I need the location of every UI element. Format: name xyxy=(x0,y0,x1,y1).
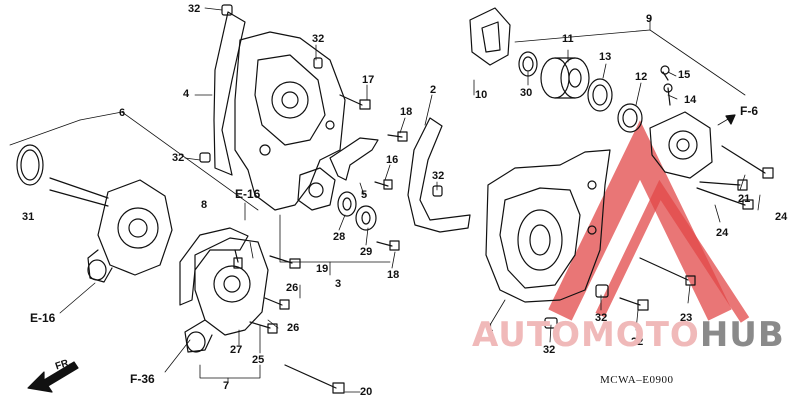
dowel-pins xyxy=(199,4,609,329)
main-cover-1 xyxy=(485,149,611,303)
label-20: 20 xyxy=(360,386,373,398)
watermark-part-a: AUTOMOTO xyxy=(472,315,700,355)
ref-arrow-f6-icon xyxy=(725,114,736,125)
bearing-11 xyxy=(540,57,590,99)
label-3: 3 xyxy=(335,278,342,290)
watermark: AUTOMOTOHUB xyxy=(472,318,785,352)
label-15: 15 xyxy=(678,69,691,81)
label-9: 9 xyxy=(646,13,653,25)
bearings xyxy=(337,191,377,231)
label-21: 21 xyxy=(738,193,751,205)
label-5: 5 xyxy=(361,189,368,201)
gasket-9-outline xyxy=(469,7,511,66)
label-26: 26 xyxy=(287,322,300,334)
label-32: 32 xyxy=(312,33,325,45)
label-28: 28 xyxy=(333,231,346,243)
seal-13 xyxy=(587,78,613,112)
label-30: 30 xyxy=(520,87,533,99)
label-8: 8 xyxy=(201,199,208,211)
label-7: 7 xyxy=(223,380,230,392)
label-6: 6 xyxy=(119,107,126,119)
watermark-logo-icon xyxy=(548,120,750,323)
bolts xyxy=(249,65,774,394)
label-17: 17 xyxy=(362,74,375,86)
pump-housing-center xyxy=(234,31,346,211)
label-12: 12 xyxy=(635,71,648,83)
label-32: 32 xyxy=(172,152,185,164)
housing-9 xyxy=(649,111,713,179)
label-32: 32 xyxy=(188,3,201,15)
diagram-code: MCWA–E0900 xyxy=(600,374,674,386)
label-11: 11 xyxy=(562,33,574,45)
pump-cover-7 xyxy=(184,237,269,353)
label-18: 18 xyxy=(387,269,400,281)
reference-callout: E-16 xyxy=(30,311,56,325)
label-22: 22 xyxy=(631,336,644,348)
reference-callout: F-36 xyxy=(130,372,155,386)
label-23: 23 xyxy=(680,312,693,324)
front-arrow-icon xyxy=(27,361,79,393)
label-19: 19 xyxy=(316,263,329,275)
gasket-4-outline xyxy=(213,11,246,176)
watermark-part-b: HUB xyxy=(699,315,785,355)
label-16: 16 xyxy=(386,154,399,166)
label-32: 32 xyxy=(543,344,556,356)
label-26: 26 xyxy=(286,282,299,294)
seal-30 xyxy=(518,51,538,77)
label-24: 24 xyxy=(716,227,729,239)
leader-lines xyxy=(9,7,761,393)
label-32: 32 xyxy=(595,312,608,324)
label-14: 14 xyxy=(684,94,697,106)
label-25: 25 xyxy=(252,354,265,366)
gasket-2-outline xyxy=(407,117,471,233)
reference-callout: F-6 xyxy=(740,104,758,118)
ring-12 xyxy=(617,103,643,133)
label-24: 24 xyxy=(775,211,788,223)
label-31: 31 xyxy=(22,211,35,223)
gasket-8-outline xyxy=(179,227,249,306)
label-32: 32 xyxy=(432,170,445,182)
reference-callout: E-16 xyxy=(235,187,261,201)
bracket-5 xyxy=(329,137,379,181)
label-1: 1 xyxy=(487,322,494,334)
label-18: 18 xyxy=(400,106,413,118)
label-2: 2 xyxy=(430,84,437,96)
label-13: 13 xyxy=(599,51,612,63)
o-ring-31 xyxy=(16,144,44,186)
pump-assembly-6 xyxy=(49,177,173,283)
label-10: 10 xyxy=(475,89,488,101)
label-27: 27 xyxy=(230,344,243,356)
label-29: 29 xyxy=(360,246,373,258)
label-4: 4 xyxy=(183,88,190,100)
